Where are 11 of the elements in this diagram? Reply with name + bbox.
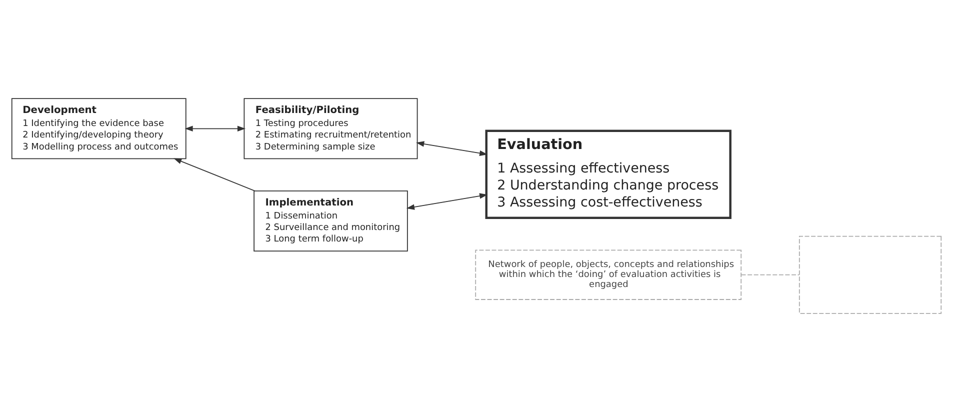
arrow: [174, 158, 256, 192]
connector: [740, 274, 800, 276]
arrow: [416, 141, 488, 156]
node-box: Evaluation 1 Assessing effectiveness 2 Understanding change process 3 Assessing cost-effectiveness: [485, 130, 732, 219]
node-box: Feasibility/Piloting 1 Testing procedures 2 Estimating recruitment/retention 3 Determining sample size: [244, 98, 418, 160]
node-box: Implementation 1 Dissemination 2 Surveillance and monitoring 3 Long term follow-up: [254, 190, 408, 252]
node-box: [798, 236, 942, 314]
node-box: Network of people, objects, concepts and relationships within which the ‘doing’ of evaluation activities is engaged: [475, 250, 742, 300]
arrow: [184, 126, 246, 132]
node-box: Development 1 Identifying the evidence base 2 Identifying/developing theory 3 Modelling process and outcomes: [11, 98, 186, 160]
arrow: [406, 193, 488, 210]
